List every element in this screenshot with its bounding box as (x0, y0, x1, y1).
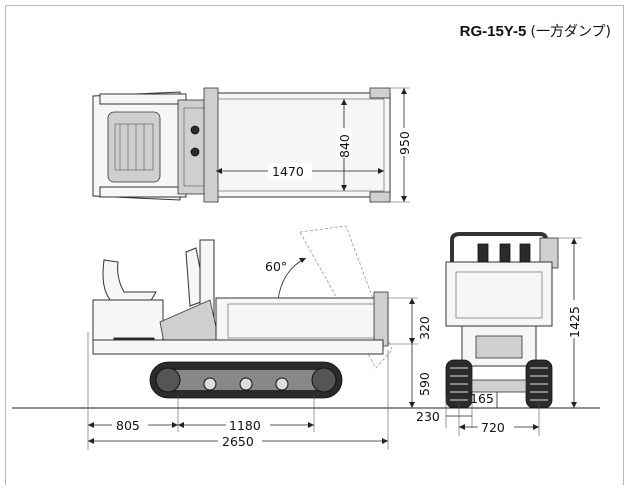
dim-840: 840 (337, 134, 352, 158)
top-view-dump-bed (209, 92, 391, 198)
side-view-seat (102, 259, 157, 303)
dim-950: 950 (397, 131, 412, 155)
dim-320: 320 (417, 316, 432, 340)
top-view-rear-rail (99, 186, 187, 198)
model-name: RG-15Y-5 (459, 23, 527, 40)
side-view: 60° 320 590 (12, 225, 600, 450)
dim-805: 805 (116, 418, 140, 433)
dim-1425: 1425 (567, 306, 582, 338)
model-title: RG-15Y-5 (一方ダンプ) (460, 21, 611, 41)
top-view: 840 1470 950 (92, 87, 412, 203)
model-subtitle: (一方ダンプ) (530, 24, 611, 40)
dim-165: 165 (470, 391, 494, 406)
dim-230: 230 (416, 409, 440, 424)
dim-590: 590 (417, 372, 432, 396)
front-view: 1425 165 230 720 (416, 232, 582, 436)
figure-frame (5, 5, 624, 485)
top-view-bed-hinge (203, 87, 219, 203)
dim-1470: 1470 (272, 164, 304, 179)
front-view-rollbar (450, 232, 548, 262)
front-view-body (445, 261, 553, 327)
top-view-front-rail (99, 93, 187, 105)
side-view-chassis (92, 339, 384, 355)
dim-2650: 2650 (222, 434, 254, 449)
side-view-dump-bed (215, 297, 389, 345)
side-view-raised-bed (299, 225, 393, 369)
dim-720: 720 (481, 420, 505, 435)
top-view-seat-grille (114, 123, 154, 171)
top-view-seat (107, 111, 161, 183)
dim-1180: 1180 (229, 418, 261, 433)
dim-dump-angle: 60° (265, 259, 287, 274)
